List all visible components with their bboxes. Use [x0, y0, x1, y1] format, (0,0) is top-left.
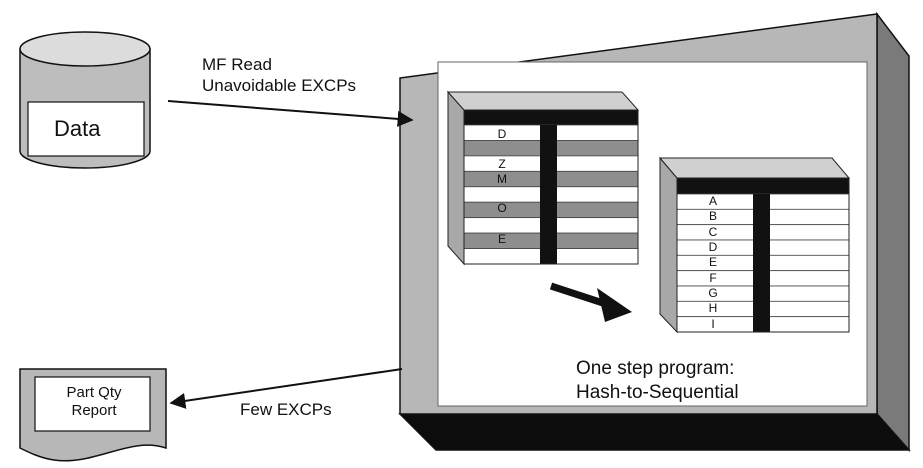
hash-table-rows: [463, 124, 639, 265]
read-arrow: [167, 100, 414, 127]
data-cylinder: [19, 31, 151, 169]
sequential-table-top: [658, 157, 851, 179]
program-box-bottom: [398, 413, 911, 451]
row-letter: C: [708, 224, 718, 239]
row-letter: E: [708, 255, 717, 270]
report-label-box: [34, 376, 151, 432]
read-arrow-label-line1: MF Read: [202, 55, 272, 74]
report-document: [19, 368, 167, 462]
row-letter: E: [497, 232, 506, 247]
sequential-table: [658, 156, 851, 334]
transform-arrow: [549, 282, 632, 322]
hash-table-divider: [540, 125, 557, 264]
hash-table-top: [446, 91, 640, 111]
write-arrow: [169, 368, 403, 409]
hash-table: [446, 90, 640, 266]
report-label-line2: Report: [71, 402, 117, 419]
hash-table-side: [447, 90, 465, 266]
report-label-line1: Part Qty: [66, 384, 122, 401]
row-letter: D: [708, 239, 718, 254]
row-letter: B: [708, 209, 717, 224]
report-label: Part Qty Report: [40, 384, 148, 420]
row-letter: F: [709, 270, 717, 285]
row-letter: D: [497, 127, 507, 142]
sequential-table-divider: [753, 194, 770, 332]
sequential-table-header: [677, 178, 849, 194]
read-arrow-label-line2: Unavoidable EXCPs: [202, 76, 357, 95]
sequential-table-outline: [676, 177, 850, 333]
hash-table-header: [464, 110, 638, 125]
row-letter: A: [708, 193, 717, 208]
program-caption: One step program: Hash-to-Sequential: [576, 357, 739, 405]
row-letter: O: [497, 201, 507, 216]
row-letter: H: [708, 301, 718, 316]
data-label: Data: [54, 116, 101, 141]
write-arrow-label: Few EXCPs: [240, 400, 332, 419]
sequential-table-side: [659, 156, 678, 334]
program-box-side: [876, 11, 910, 452]
row-letter: Z: [498, 156, 506, 171]
hash-table-outline: [463, 109, 639, 265]
row-letter: M: [497, 172, 507, 187]
data-cylinder-label-box: [27, 101, 145, 157]
read-arrow-label: MF Read Unavoidable EXCPs: [202, 54, 356, 96]
row-letter: G: [708, 285, 718, 300]
program-caption-line2: Hash-to-Sequential: [576, 382, 739, 403]
program-caption-line1: One step program:: [576, 358, 735, 379]
row-letter: I: [711, 316, 715, 331]
